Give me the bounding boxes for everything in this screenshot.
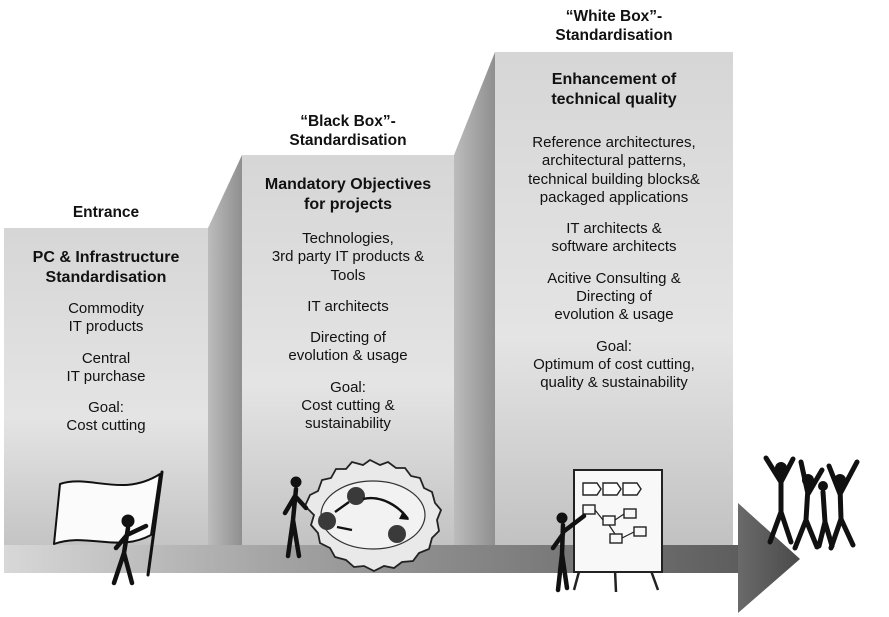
stage-3-header: “White Box”- Standardisation bbox=[555, 8, 673, 44]
stage-1-header: Entrance bbox=[72, 204, 140, 221]
cheering-people-icon bbox=[763, 455, 860, 551]
stage-2-item-architects: IT architects bbox=[307, 297, 389, 315]
stage-1-item-goal: Goal: Cost cutting bbox=[66, 399, 146, 435]
flag-person-icon bbox=[53, 470, 164, 586]
stage-3-item-consulting: Acitive Consulting & Directing of evolut… bbox=[547, 269, 681, 324]
stage-2-item-directing: Directing of evolution & usage bbox=[288, 329, 408, 365]
step-1-riser bbox=[208, 155, 242, 573]
stage-1-item-commodity: Commodity IT products bbox=[68, 300, 144, 336]
stage-1-subtitle: PC & Infrastructure Standardisation bbox=[32, 249, 180, 286]
gears-person-icon bbox=[282, 458, 443, 573]
stage-2-item-technologies: Technologies, 3rd party IT products & To… bbox=[271, 230, 425, 284]
stage-2-subtitle: Mandatory Objectives for projects bbox=[264, 176, 432, 213]
stage-2-item-goal: Goal: Cost cutting & sustainability bbox=[301, 378, 395, 433]
progress-arrow-head bbox=[738, 503, 800, 613]
stage-2-items: Technologies, 3rd party IT products & To… bbox=[242, 230, 454, 434]
stage-3-subtitle: Enhancement of technical quality bbox=[551, 71, 677, 108]
stage-3-item-architects: IT architects & software architects bbox=[551, 220, 677, 256]
stage-1-items: Commodity IT products Central IT purchas… bbox=[4, 300, 208, 436]
whiteboard-person-icon bbox=[550, 469, 663, 593]
step-2-riser bbox=[454, 52, 495, 573]
stage-1-item-purchase: Central IT purchase bbox=[66, 349, 146, 385]
stage-2-header: “Black Box”- Standardisation bbox=[289, 113, 407, 149]
stage-3-items: Reference architectures, architectural p… bbox=[495, 134, 733, 393]
stage-3-item-reference: Reference architectures, architectural p… bbox=[528, 134, 700, 206]
stage-3-item-goal: Goal: Optimum of cost cutting, quality &… bbox=[533, 337, 695, 392]
